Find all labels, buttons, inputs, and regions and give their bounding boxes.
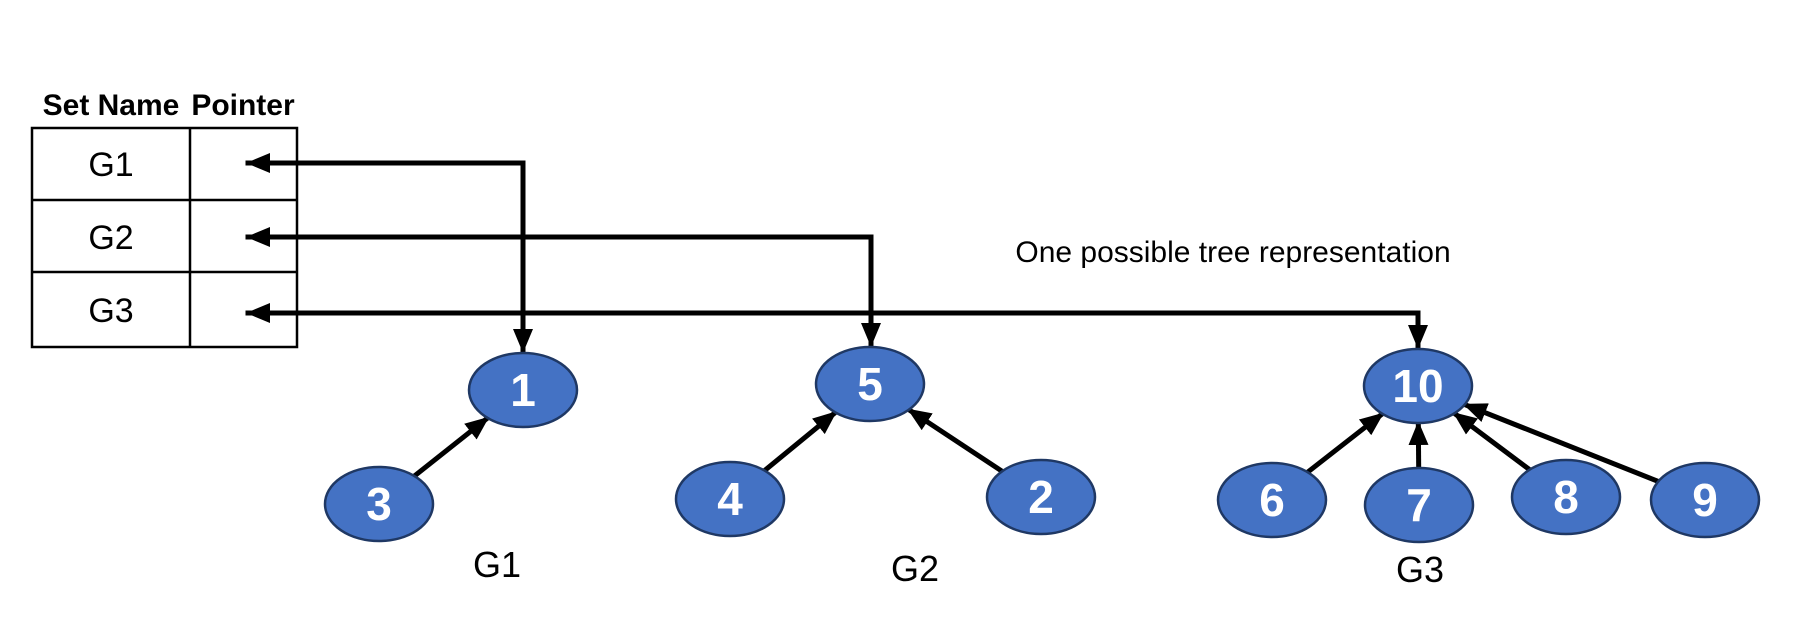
node-9-label: 9 [1692, 474, 1718, 526]
node-4-label: 4 [717, 473, 743, 525]
table-cell-set-g2: G2 [88, 219, 133, 257]
table-cell-set-g3: G3 [88, 292, 133, 330]
node-5-label: 5 [857, 358, 883, 410]
edge-6-to-10 [1306, 411, 1384, 475]
tree-label-g3: G3 [1396, 549, 1444, 590]
node-8-ellipse [1510, 458, 1622, 536]
set-pointer-table: Set Name Pointer G1 G2 G3 [30, 89, 299, 349]
edge-3-to-1 [412, 416, 490, 478]
table-cell-set-g1: G1 [88, 146, 133, 184]
node-10-label: 10 [1392, 360, 1443, 412]
edge-8-to-10 [1452, 411, 1532, 472]
node-6-label: 6 [1259, 474, 1285, 526]
node-7-ellipse [1363, 466, 1475, 544]
node-1-ellipse [467, 351, 579, 429]
node-4-ellipse [674, 460, 786, 538]
node-5-ellipse [814, 345, 926, 423]
node-1-label: 1 [510, 364, 536, 416]
tree-label-g1: G1 [473, 544, 521, 585]
node-8-label: 8 [1553, 471, 1579, 523]
node-10-ellipse [1362, 347, 1474, 425]
tree-edges [412, 402, 1660, 484]
edge-9-to-10 [1462, 402, 1660, 484]
table-header-set-name: Set Name [43, 89, 180, 122]
tree-nodes: 1 3 5 4 2 10 6 7 8 9 [323, 345, 1761, 544]
node-6-ellipse [1216, 461, 1328, 539]
annotation-text: One possible tree representation [1015, 236, 1450, 269]
node-2-ellipse [985, 458, 1097, 536]
node-3-label: 3 [366, 478, 392, 530]
tree-label-g2: G2 [891, 548, 939, 589]
node-3-ellipse [323, 465, 435, 543]
node-9-ellipse [1649, 461, 1761, 539]
table-header-pointer: Pointer [191, 89, 295, 122]
edge-2-to-5 [907, 407, 1004, 474]
node-2-label: 2 [1028, 471, 1054, 523]
pointer-arrows [245, 153, 1428, 354]
tree-captions: G1 G2 G3 [473, 544, 1444, 590]
edge-4-to-5 [763, 410, 837, 473]
node-7-label: 7 [1406, 479, 1432, 531]
